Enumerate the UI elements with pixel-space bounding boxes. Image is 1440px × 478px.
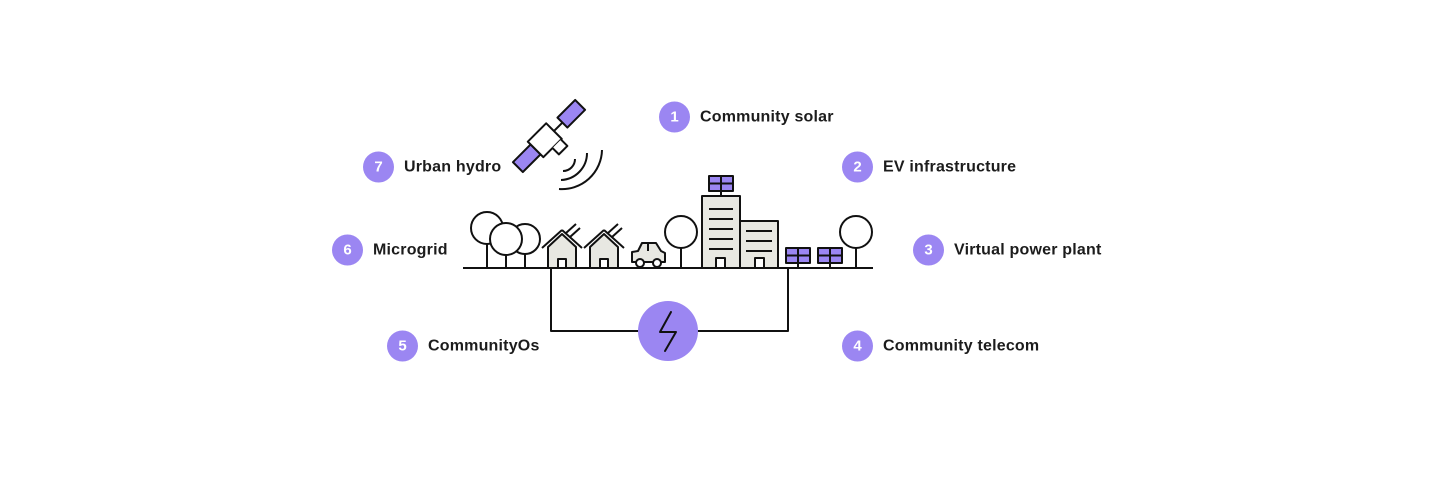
label-microgrid: 6 Microgrid [332, 234, 448, 266]
label-text: Virtual power plant [954, 241, 1102, 258]
label-text: CommunityOs [428, 337, 540, 354]
tree-icon [664, 215, 698, 268]
office-building-icon [739, 220, 779, 269]
number-badge: 2 [842, 151, 873, 183]
label-community-telecom: 4 Community telecom [842, 330, 1040, 362]
grid-wire [550, 268, 789, 332]
number-badge: 5 [387, 330, 418, 362]
number-badge: 3 [913, 234, 944, 266]
house-icon [541, 223, 583, 269]
solar-panel-icon [785, 247, 811, 268]
tree-icon [489, 222, 523, 268]
label-text: Microgrid [373, 241, 448, 258]
label-text: Community solar [700, 108, 834, 125]
label-ev-infrastructure: 2 EV infrastructure [842, 151, 1017, 183]
lightning-bolt-icon [638, 301, 698, 361]
signal-wave-icon [560, 152, 588, 181]
label-community-solar: 1 Community solar [659, 101, 834, 133]
label-urban-hydro: 7 Urban hydro [363, 151, 502, 183]
solar-panel-icon [817, 247, 843, 268]
label-text: EV infrastructure [883, 158, 1017, 175]
tree-icon [839, 215, 873, 268]
label-text: Urban hydro [404, 158, 502, 175]
label-virtual-power-plant: 3 Virtual power plant [913, 234, 1102, 266]
label-communityos: 5 CommunityOs [387, 330, 540, 362]
house-icon [583, 223, 625, 269]
number-badge: 1 [659, 101, 690, 133]
satellite-icon [511, 98, 587, 174]
number-badge: 6 [332, 234, 363, 266]
rooftop-solar-panel-icon [708, 175, 734, 192]
signal-wave-icon [558, 149, 603, 191]
number-badge: 7 [363, 151, 394, 183]
label-text: Community telecom [883, 337, 1040, 354]
electric-car-icon [631, 242, 666, 268]
signal-wave-icon [562, 158, 576, 172]
number-badge: 4 [842, 330, 873, 362]
office-building-icon [701, 191, 741, 269]
